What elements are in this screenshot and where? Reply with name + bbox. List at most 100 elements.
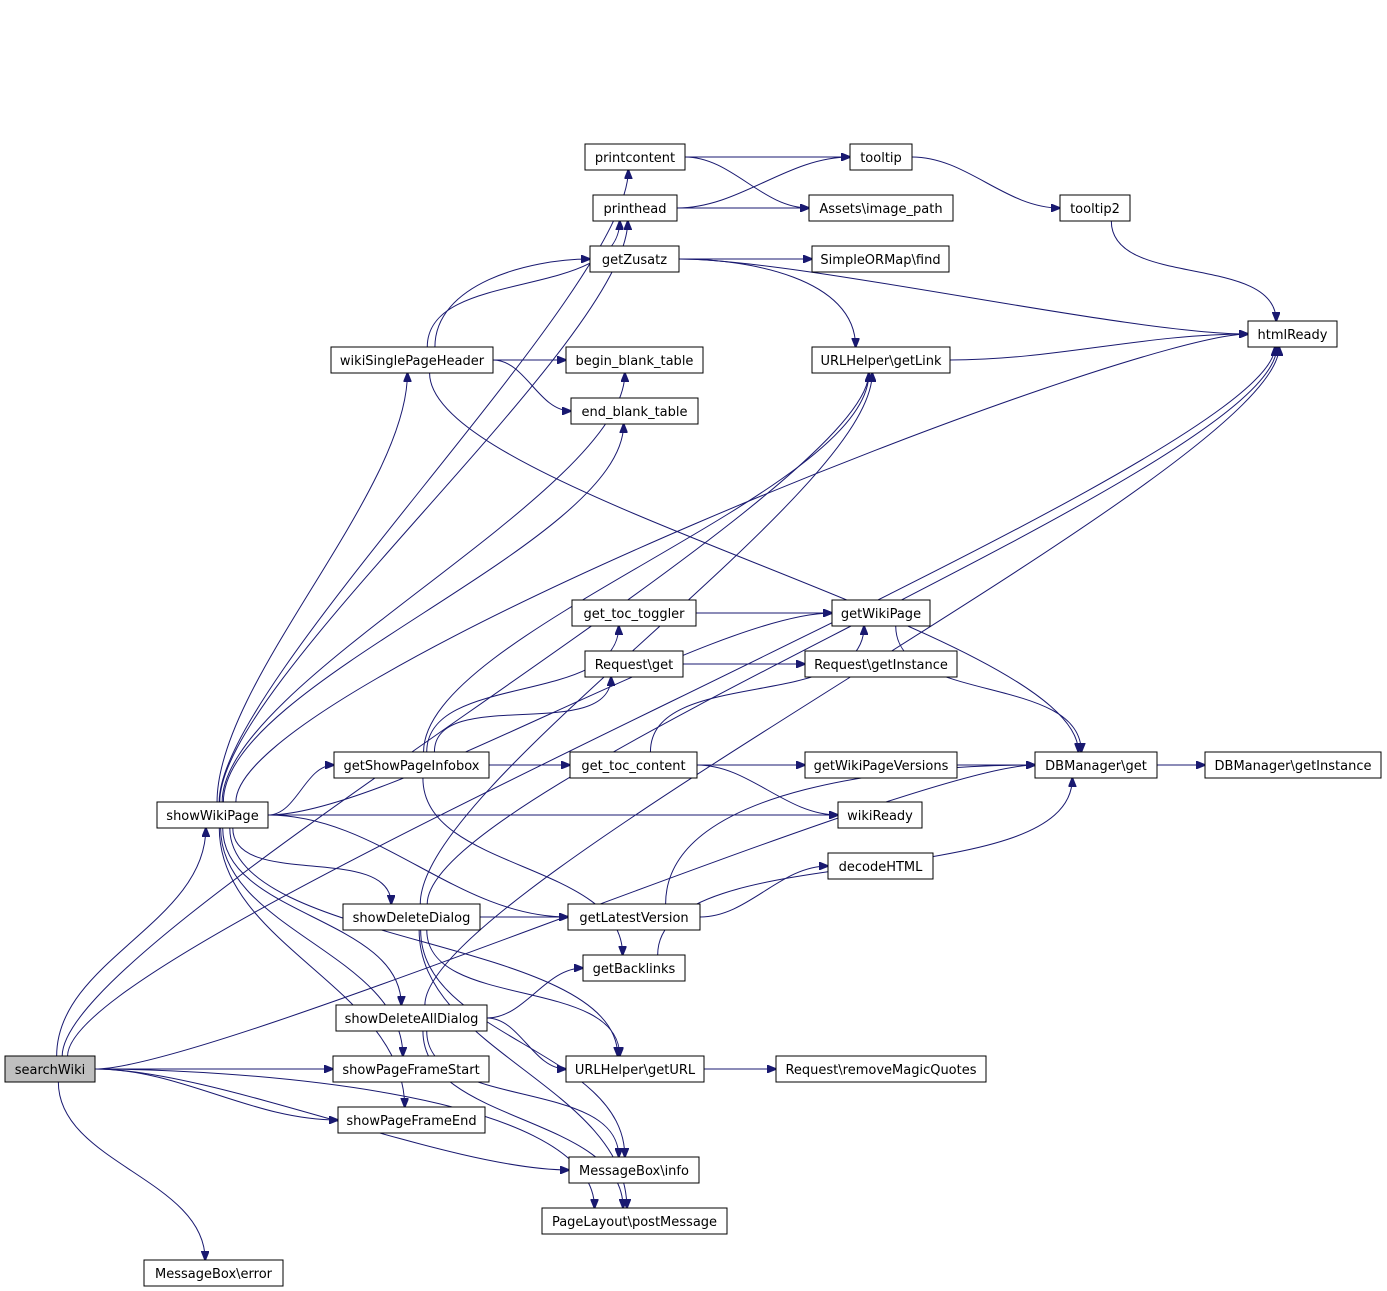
node-box [1059,194,1131,222]
node-box [567,903,701,931]
edge-show-delete-all-dialog-to-msg-info [426,1030,619,1157]
node-label: wikiSinglePageHeader [340,354,485,369]
edge-wiki-single-page-header-to-end-blank-table [492,359,571,411]
node-box [143,1259,284,1287]
node-label: getLatestVersion [579,911,688,926]
edge-line [665,765,1035,905]
node-get-toc-content[interactable]: get_toc_content [569,751,698,779]
node-box [337,1106,486,1134]
edge-line [676,157,850,209]
node-show-delete-all-dialog[interactable]: showDeleteAllDialog [335,1004,488,1032]
node-label: SimpleORMap\find [820,253,940,268]
node-sorm-find[interactable]: SimpleORMap\find [811,245,950,273]
edge-show-delete-all-dialog-to-url-get-url [486,1017,566,1069]
node-box [1247,320,1338,348]
node-get-latest-version[interactable]: getLatestVersion [567,903,701,931]
edge-show-delete-dialog-to-url-get-link [419,373,872,905]
edge-search-wiki-to-msg-info [94,1068,569,1170]
node-show-delete-dialog[interactable]: showDeleteDialog [342,903,481,931]
node-printcontent[interactable]: printcontent [584,143,686,171]
edge-printhead-to-tooltip [676,157,850,209]
edge-show-wiki-page-to-get-wiki-page [267,613,832,816]
edge-search-wiki-to-show-page-frame-end [94,1068,338,1120]
edge-line [94,1068,338,1120]
node-label: URLHelper\getURL [575,1063,696,1078]
node-label: MessageBox\error [155,1267,273,1282]
edge-get-latest-version-to-db-get [665,765,1035,905]
node-tooltip[interactable]: tooltip [849,143,913,171]
node-tooltip2[interactable]: tooltip2 [1059,194,1131,222]
edge-show-wiki-page-to-html-ready [235,334,1248,803]
edge-tooltip2-to-html-ready [1110,220,1276,321]
edge-line [1110,220,1276,321]
edge-get-show-page-infobox-to-request-get [433,677,611,753]
edge-show-wiki-page-to-get-show-page-infobox [267,765,334,816]
node-label: tooltip [860,151,902,166]
node-printhead[interactable]: printhead [592,194,678,222]
node-remove-magic-quotes[interactable]: Request\removeMagicQuotes [775,1055,987,1083]
node-label: tooltip2 [1070,202,1120,217]
node-get-backlinks[interactable]: getBacklinks [582,954,686,982]
node-url-get-url[interactable]: URLHelper\getURL [565,1055,705,1083]
node-get-show-page-infobox[interactable]: getShowPageInfobox [333,751,490,779]
node-show-wiki-page[interactable]: showWikiPage [156,801,269,829]
edge-line [94,1068,569,1170]
edge-search-wiki-to-html-ready [67,347,1275,1057]
node-html-ready[interactable]: htmlReady [1247,320,1338,348]
node-msg-info[interactable]: MessageBox\info [568,1156,700,1184]
node-label: searchWiki [15,1063,86,1078]
edge-line [218,170,628,803]
edge-search-wiki-to-url-get-link [61,373,869,1057]
node-get-wiki-page[interactable]: getWikiPage [831,599,931,627]
node-msg-error[interactable]: MessageBox\error [143,1259,284,1287]
node-request-get[interactable]: Request\get [584,650,684,678]
node-box [811,346,951,374]
node-box [584,143,686,171]
node-box [1204,751,1382,779]
node-box [568,1156,700,1184]
node-box [831,599,931,627]
node-label: decodeHTML [839,860,924,875]
node-box [570,397,699,425]
edge-get-toc-content-to-wiki-ready [696,764,838,815]
node-label: showPageFrameEnd [346,1114,476,1129]
node-show-page-frame-end[interactable]: showPageFrameEnd [337,1106,486,1134]
node-label: Request\getInstance [814,658,948,673]
node-show-page-frame-start[interactable]: showPageFrameStart [332,1055,490,1083]
edge-show-delete-dialog-to-msg-info [420,929,625,1157]
edge-line [67,347,1275,1057]
node-post-message[interactable]: PageLayout\postMessage [541,1207,728,1235]
edge-search-wiki-to-msg-error [57,1081,205,1260]
node-db-get-instance[interactable]: DBManager\getInstance [1204,751,1382,779]
edge-url-get-link-to-html-ready [949,334,1248,361]
edge-line [426,1030,619,1157]
node-wiki-ready[interactable]: wikiReady [837,801,923,829]
node-label: end_blank_table [581,405,687,420]
node-begin-blank-table[interactable]: begin_blank_table [565,346,704,374]
edge-line [56,828,206,1057]
node-url-get-link[interactable]: URLHelper\getLink [811,346,951,374]
edge-show-wiki-page-to-printhead [219,221,628,803]
node-box [330,346,494,374]
node-db-get[interactable]: DBManager\get [1034,751,1158,779]
node-end-blank-table[interactable]: end_blank_table [570,397,699,425]
node-get-zusatz[interactable]: getZusatz [589,245,680,273]
node-label: showDeleteAllDialog [345,1012,479,1027]
node-request-get-instance[interactable]: Request\getInstance [804,650,958,678]
node-box [565,346,704,374]
edge-line [429,372,1079,752]
node-label: getWikiPageVersions [814,759,949,774]
node-get-wiki-page-versions[interactable]: getWikiPageVersions [804,751,958,779]
edge-line [426,929,620,1056]
node-box [775,1055,987,1083]
node-decode-html[interactable]: decodeHTML [827,852,934,880]
edge-line [492,359,571,411]
node-get-toc-toggler[interactable]: get_toc_toggler [571,599,697,627]
edge-line [61,373,869,1057]
node-search-wiki[interactable]: searchWiki [4,1055,96,1083]
node-image-path[interactable]: Assets\image_path [808,194,954,222]
edge-show-wiki-page-to-url-get-url [229,827,618,1056]
node-box [584,650,684,678]
node-wiki-single-page-header[interactable]: wikiSinglePageHeader [330,346,494,374]
